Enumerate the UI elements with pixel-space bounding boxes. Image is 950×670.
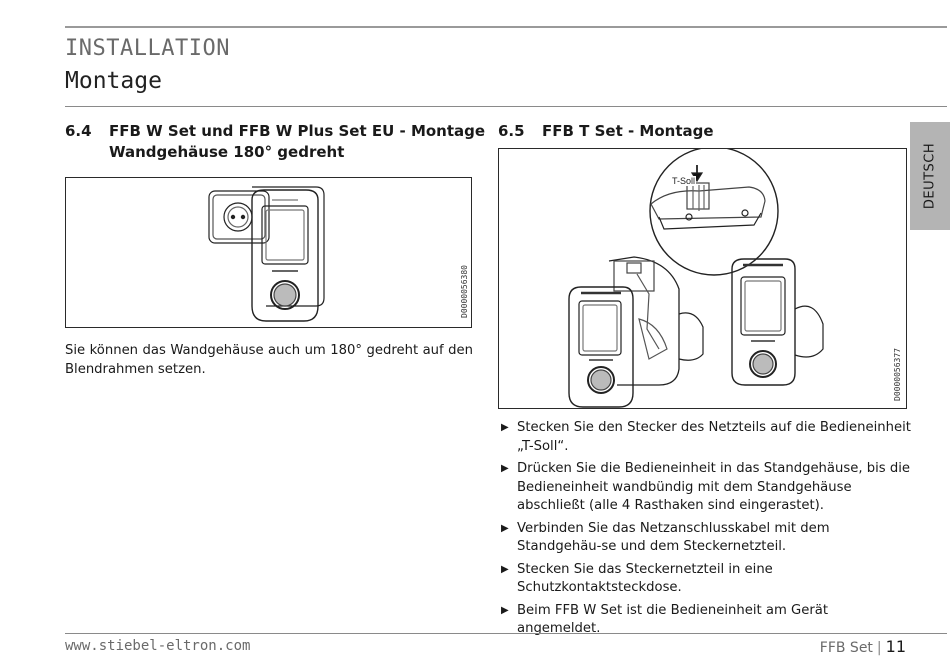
list-item: ▶Drücken Sie die Bedieneinheit in das St… bbox=[501, 461, 910, 513]
footer-website: www.stiebel-eltron.com bbox=[65, 638, 251, 654]
triangle-right-icon: ▶ bbox=[501, 422, 509, 433]
section-6-4-body: Sie können das Wandgehäuse auch um 180° … bbox=[65, 343, 473, 377]
language-tab-label: DEUTSCH bbox=[922, 142, 938, 210]
chapter-kicker: INSTALLATION bbox=[65, 36, 230, 61]
list-item: ▶Stecken Sie den Stecker des Netzteils a… bbox=[501, 420, 911, 454]
section-number: 6.5 bbox=[498, 122, 525, 140]
figure-callout: T-Soll bbox=[671, 176, 697, 186]
list-item: ▶Verbinden Sie das Netzanschlusskabel mi… bbox=[501, 520, 830, 555]
page-number: 11 bbox=[885, 637, 906, 656]
footer-page-info: FFB Set|11 bbox=[820, 637, 906, 656]
triangle-right-icon: ▶ bbox=[501, 522, 509, 534]
list-item: ▶Beim FFB W Set ist die Bedieneinheit am… bbox=[501, 602, 829, 637]
footer-rule bbox=[65, 633, 947, 634]
language-tab: DEUTSCH bbox=[910, 122, 950, 230]
section-6-5-heading: 6.5 FFB T Set - Montage bbox=[498, 121, 908, 143]
list-item: ▶Stecken Sie das Steckernetzteil in eine… bbox=[501, 561, 773, 596]
section-6-4-heading: 6.4 FFB W Set und FFB W Plus Set EU - Mo… bbox=[65, 121, 485, 167]
figure-stand-housing-mount: T-Soll D0000056377 bbox=[498, 148, 907, 409]
figure-id: D0000056377 bbox=[893, 348, 902, 401]
section-title-line-1: FFB W Set und FFB W Plus Set EU - Montag… bbox=[109, 122, 486, 140]
section-number: 6.4 bbox=[65, 122, 92, 140]
section-title-line-2: Wandgehäuse 180° gedreht bbox=[109, 143, 345, 161]
footer-doc-name: FFB Set bbox=[819, 640, 873, 656]
page-title: Montage bbox=[65, 68, 162, 94]
section-title: FFB W Set und FFB W Plus Set EU - Montag… bbox=[109, 121, 485, 163]
triangle-right-icon: ▶ bbox=[501, 563, 509, 575]
header-rule bbox=[65, 106, 947, 107]
triangle-right-icon: ▶ bbox=[501, 604, 509, 616]
footer-separator: | bbox=[876, 640, 882, 656]
section-title: FFB T Set - Montage bbox=[542, 122, 714, 140]
wall-housing-illustration bbox=[208, 186, 325, 322]
triangle-right-icon: ▶ bbox=[501, 463, 509, 474]
instruction-steps: ▶Stecken Sie den Stecker des Netzteils a… bbox=[501, 419, 911, 643]
figure-id: D0000056380 bbox=[460, 265, 469, 318]
figure-wall-housing-rotated: D0000056380 bbox=[65, 177, 472, 328]
stand-housing-illustration bbox=[568, 149, 824, 408]
top-rule bbox=[65, 26, 947, 28]
